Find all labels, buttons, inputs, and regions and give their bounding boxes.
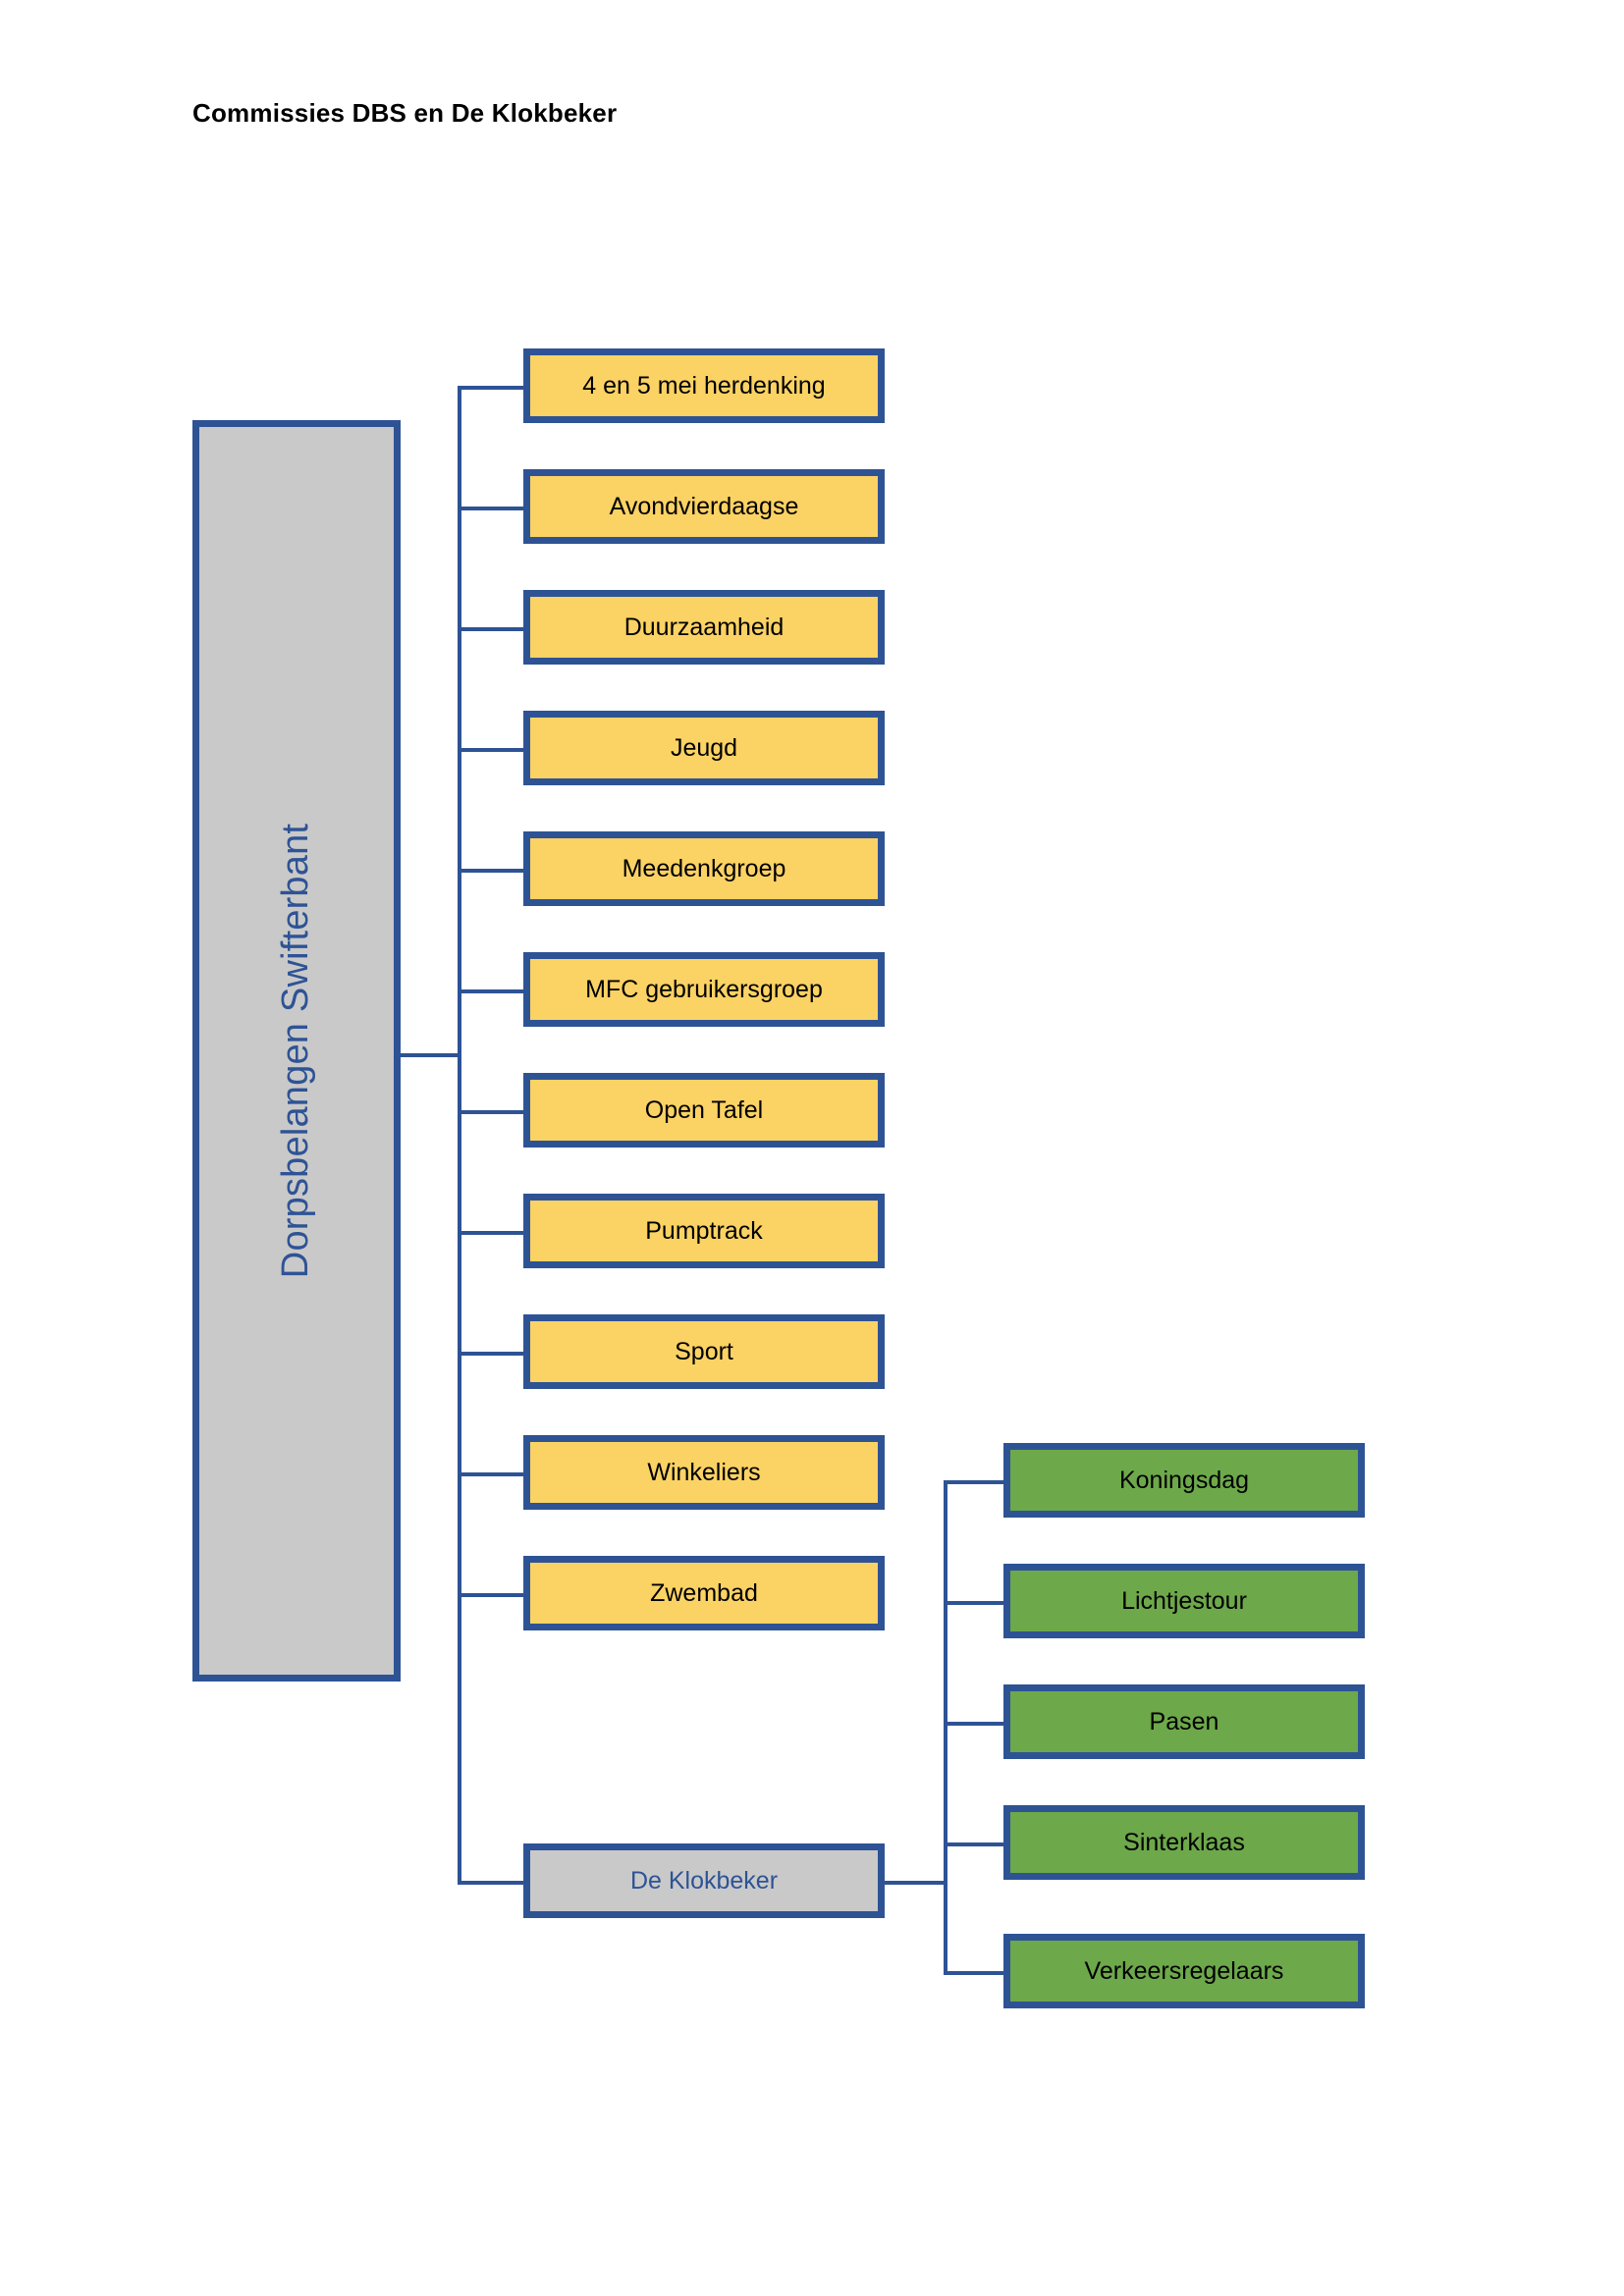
connector-stub-commissie-11 xyxy=(458,1593,524,1597)
connector-stub-commissie-9 xyxy=(458,1352,524,1356)
node-label: De Klokbeker xyxy=(629,1866,779,1895)
node-label: 4 en 5 mei herdenking xyxy=(582,371,826,400)
node-commissie-open-tafel[interactable]: Open Tafel xyxy=(523,1073,885,1148)
connector-stub-commissie-3 xyxy=(458,627,524,631)
node-label: Verkeersregelaars xyxy=(1084,1956,1284,1985)
node-commissie-sport[interactable]: Sport xyxy=(523,1314,885,1389)
connector-stub-commissie-6 xyxy=(458,989,524,993)
node-de-klokbeker[interactable]: De Klokbeker xyxy=(523,1843,885,1918)
node-label: Pumptrack xyxy=(645,1216,763,1245)
connector-trunk-main xyxy=(458,386,461,1881)
node-label: Zwembad xyxy=(650,1578,758,1607)
node-label: Avondvierdaagse xyxy=(609,492,799,520)
connector-stub-klokbeker-child-3 xyxy=(944,1722,1003,1726)
connector-stub-klokbeker-child-2 xyxy=(944,1601,1003,1605)
node-label: Winkeliers xyxy=(647,1458,761,1486)
node-klokbeker-verkeersregelaars[interactable]: Verkeersregelaars xyxy=(1003,1934,1365,2008)
connector-stub-commissie-1 xyxy=(458,386,524,390)
node-commissie-4-en-5-mei-herdenking[interactable]: 4 en 5 mei herdenking xyxy=(523,348,885,423)
connector-stub-commissie-5 xyxy=(458,869,524,873)
connector-stub-klokbeker-child-4 xyxy=(944,1842,1003,1846)
node-label: Sport xyxy=(675,1337,733,1365)
node-klokbeker-koningsdag[interactable]: Koningsdag xyxy=(1003,1443,1365,1518)
connector-stub-commissie-8 xyxy=(458,1231,524,1235)
node-label: Meedenkgroep xyxy=(622,854,786,882)
node-label: Pasen xyxy=(1149,1707,1219,1735)
connector-stub-commissie-4 xyxy=(458,748,524,752)
connector-stub-commissie-7 xyxy=(458,1110,524,1114)
node-commissie-avondvierdaagse[interactable]: Avondvierdaagse xyxy=(523,469,885,544)
connector-stub-commissie-2 xyxy=(458,507,524,510)
node-commissie-mfc-gebruikersgroep[interactable]: MFC gebruikersgroep xyxy=(523,952,885,1027)
node-commissie-winkeliers[interactable]: Winkeliers xyxy=(523,1435,885,1510)
connector-stub-klokbeker-child-5 xyxy=(944,1971,1003,1975)
node-commissie-duurzaamheid[interactable]: Duurzaamheid xyxy=(523,590,885,665)
node-label: MFC gebruikersgroep xyxy=(585,975,823,1003)
node-commissie-zwembad[interactable]: Zwembad xyxy=(523,1556,885,1630)
node-label: Jeugd xyxy=(670,733,738,762)
node-commissie-pumptrack[interactable]: Pumptrack xyxy=(523,1194,885,1268)
node-label: Open Tafel xyxy=(644,1095,764,1124)
node-klokbeker-pasen[interactable]: Pasen xyxy=(1003,1684,1365,1759)
connector-stub-klokbeker xyxy=(458,1881,524,1885)
page-title: Commissies DBS en De Klokbeker xyxy=(192,98,618,128)
node-label: Lichtjestour xyxy=(1121,1586,1247,1615)
node-commissie-jeugd[interactable]: Jeugd xyxy=(523,711,885,785)
root-node-dorpsbelangen-swifterbant[interactable]: Dorpsbelangen Swifterbant xyxy=(192,420,401,1682)
node-klokbeker-sinterklaas[interactable]: Sinterklaas xyxy=(1003,1805,1365,1880)
connector-klokbeker-to-subtrunk xyxy=(885,1881,947,1885)
connector-root-to-trunk xyxy=(401,1053,461,1057)
node-label: Duurzaamheid xyxy=(623,613,785,641)
node-klokbeker-lichtjestour[interactable]: Lichtjestour xyxy=(1003,1564,1365,1638)
node-label: Sinterklaas xyxy=(1123,1828,1245,1856)
root-node-label: Dorpsbelangen Swifterbant xyxy=(275,823,317,1279)
connector-stub-commissie-10 xyxy=(458,1472,524,1476)
connector-trunk-klokbeker xyxy=(944,1480,947,1975)
node-commissie-meedenkgroep[interactable]: Meedenkgroep xyxy=(523,831,885,906)
node-label: Koningsdag xyxy=(1118,1466,1250,1494)
connector-stub-klokbeker-child-1 xyxy=(944,1480,1003,1484)
